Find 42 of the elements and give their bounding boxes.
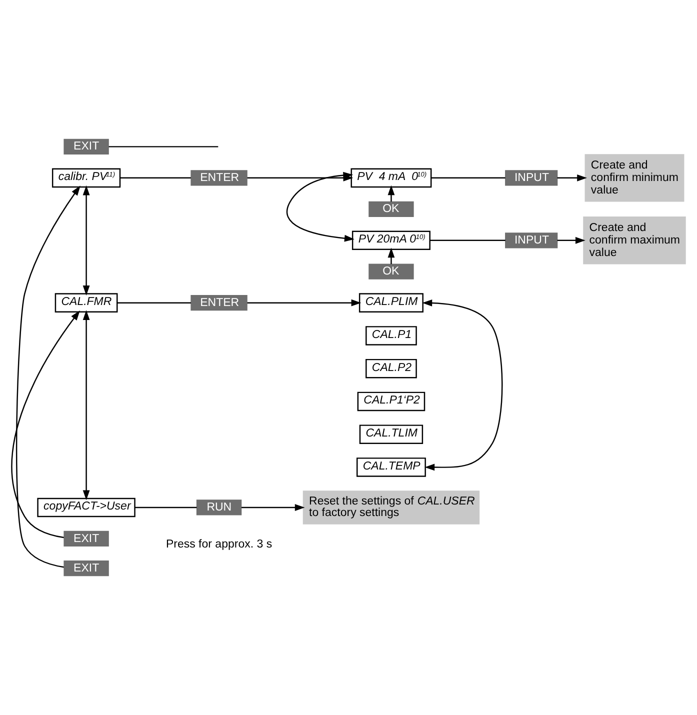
node-box: Reset the settings of CAL.USER to factory settings: [302, 490, 480, 524]
node-box: CAL.PLIM: [358, 293, 424, 312]
connector: [431, 177, 506, 179]
node-box: Create and confirm maximum value: [583, 216, 686, 264]
node-box: INPUT: [505, 232, 558, 248]
arrow: [241, 504, 305, 511]
arrow: [557, 236, 586, 244]
connector: [117, 302, 191, 304]
node-box: CAL.TEMP: [356, 458, 426, 477]
connector: [430, 240, 506, 241]
arrow: [422, 300, 503, 471]
node-box: EXIT: [64, 530, 109, 547]
node-box: Create and confirm minimum value: [584, 154, 684, 202]
node-box: EXIT: [64, 560, 109, 576]
node-box: ENTER: [190, 170, 248, 186]
node-box: PV 20mA 0$^{10)}$: [352, 230, 430, 250]
node-label: Press for approx. 3 s: [166, 538, 272, 551]
node-box: PV 4 mA 0$^{10)}$: [350, 168, 432, 188]
node-box: OK: [368, 201, 414, 217]
node-box: OK: [368, 264, 414, 280]
connector: [134, 506, 197, 508]
node-box: ENTER: [190, 295, 248, 311]
node-box: CAL.FMR: [54, 293, 118, 312]
arrow: [557, 174, 587, 182]
node-box: CAL.P1‘P2: [357, 392, 426, 412]
node-box: RUN: [196, 500, 242, 516]
node-box: CAL.P1: [366, 326, 417, 346]
node-box: calibr. PV$^{11)}$: [52, 168, 121, 188]
node-box: EXIT: [64, 138, 109, 154]
arrow: [82, 185, 90, 296]
arrow: [11, 310, 80, 538]
connector: [120, 177, 191, 179]
node-box: copyFACT->User: [37, 498, 136, 518]
node-box: CAL.P2: [366, 358, 417, 378]
arrow: [247, 299, 362, 306]
arrow: [388, 185, 395, 202]
connector: [108, 146, 218, 148]
node-box: CAL.TLIM: [359, 424, 424, 444]
arrow: [16, 186, 80, 568]
arrow: [82, 310, 90, 500]
node-box: INPUT: [505, 170, 558, 186]
arrow: [388, 248, 395, 264]
